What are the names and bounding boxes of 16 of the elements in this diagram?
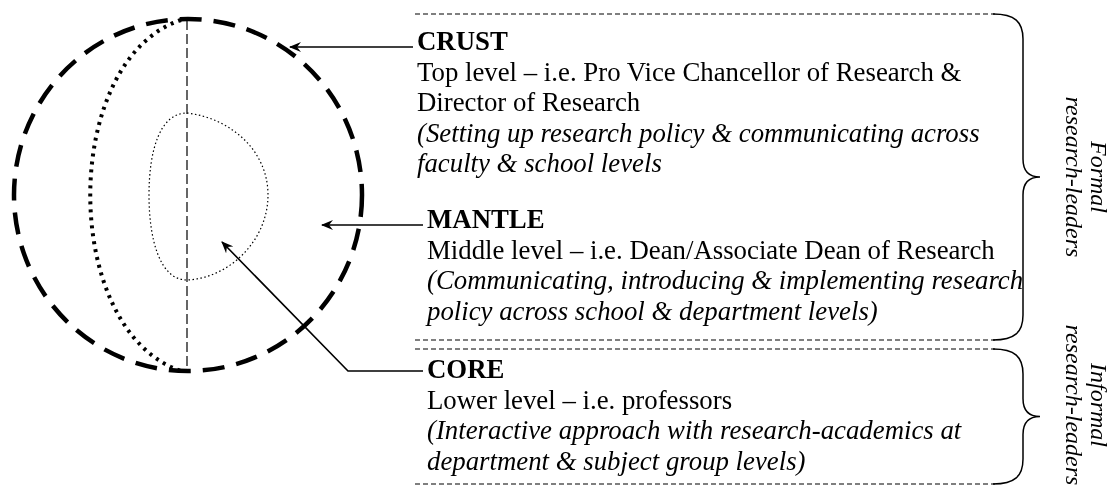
level-heading: CORE — [427, 354, 506, 385]
arrow — [321, 220, 424, 230]
level-description: Middle level – i.e. Dean/Associate Dean of Research — [427, 234, 996, 265]
level-description: Top level – i.e. Pro Vice Chancellor of Research & Director of Research — [417, 56, 963, 118]
level-heading: MANTLE — [427, 204, 546, 235]
arrow — [289, 42, 414, 52]
inner-core-outline — [148, 112, 269, 281]
group-label: Formal research-leaders — [1061, 95, 1111, 260]
outer-sphere-outline — [11, 16, 365, 374]
arrow — [221, 241, 424, 372]
group-label: Informal research-leaders — [1061, 323, 1111, 488]
level-heading: CRUST — [417, 26, 509, 57]
level-role-note: (Setting up research policy & communicating across faculty & school levels — [417, 117, 981, 179]
level-role-note: (Interactive approach with research-academics at department & subject group levels) — [427, 415, 963, 476]
level-description: Lower level – i.e. professors — [427, 384, 734, 415]
level-role-note: (Communicating, introducing & implementing research policy across school & department levels) — [427, 265, 1025, 326]
